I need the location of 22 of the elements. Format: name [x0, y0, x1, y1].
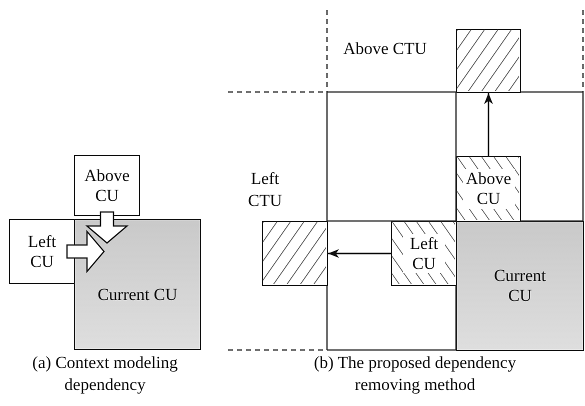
block-label: Above CU — [83, 166, 131, 206]
block-label: Left CU — [403, 234, 445, 274]
block-arrow — [85, 211, 129, 244]
cu-block — [74, 155, 140, 216]
current-cu-block — [74, 219, 201, 350]
block-arrow — [66, 230, 105, 274]
arrow — [484, 93, 493, 156]
region-label: Above CTU — [342, 38, 428, 60]
arrow — [328, 249, 391, 258]
region-label: Left CTU — [247, 168, 283, 212]
block-label: Left CU — [26, 232, 58, 272]
hatched-block — [262, 221, 328, 286]
current-cu-block — [456, 221, 584, 351]
block-label: Current CU — [96, 284, 178, 304]
subfigure-caption: (a) Context modeling dependency — [31, 352, 179, 396]
block-label: Current CU — [493, 266, 547, 306]
hatched-cu-block — [456, 156, 521, 222]
subfigure-caption: (b) The proposed dependency removing method — [312, 352, 518, 396]
hatched-cu-block — [391, 221, 457, 286]
cu-block — [9, 219, 75, 284]
hatched-block — [456, 29, 521, 93]
block-label: Above CU — [462, 169, 514, 209]
